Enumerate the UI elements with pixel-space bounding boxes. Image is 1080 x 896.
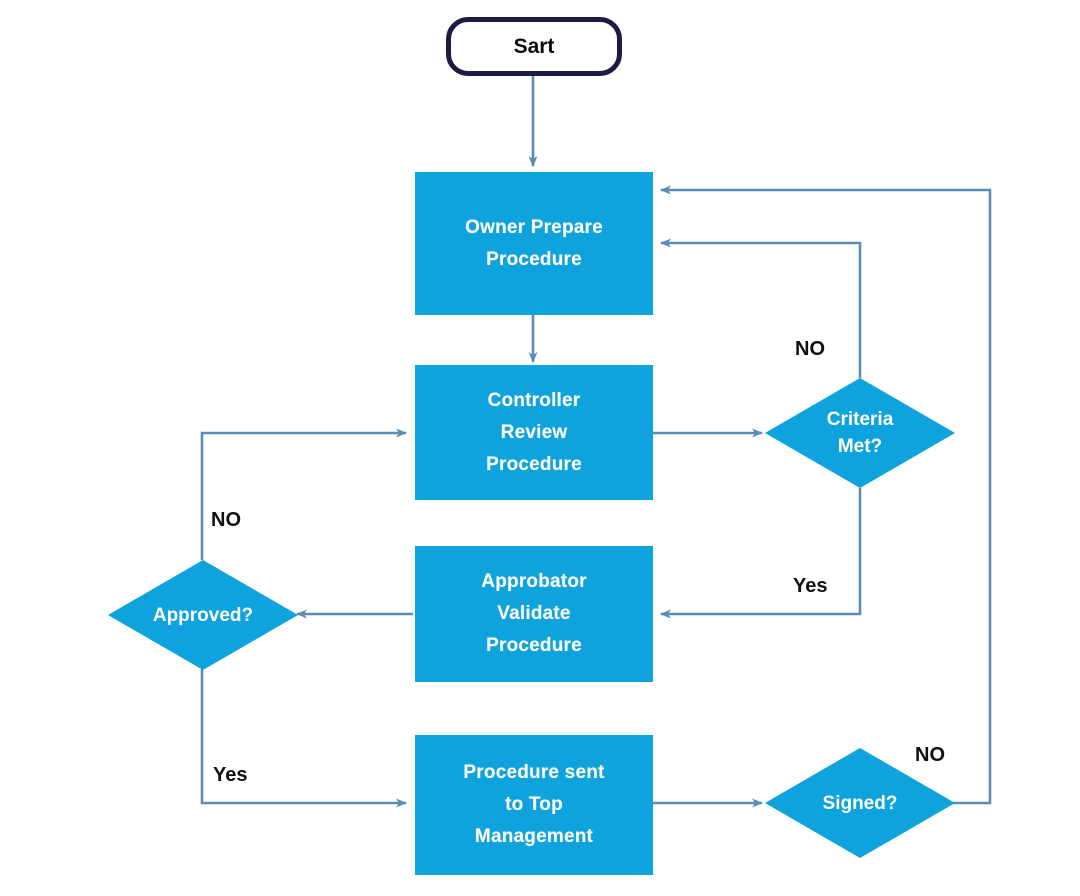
edge-label-approved-yes: Yes — [213, 764, 248, 786]
node-procedure-sent-to-top-management-label: Procedure sent to Top Management — [463, 762, 605, 847]
node-criteria-met[interactable]: Criteria Met? — [765, 378, 955, 488]
node-start[interactable]: Sart — [446, 17, 622, 76]
edge-label-approved-no: NO — [211, 509, 241, 531]
node-controller-review-procedure[interactable]: Controller Review Procedure — [415, 365, 653, 500]
node-start-label: Sart — [513, 34, 555, 58]
edge-signed-no-to-owner — [660, 185, 992, 805]
node-approbator-validate-procedure[interactable]: Approbator Validate Procedure — [415, 546, 653, 682]
node-signed-label: Signed? — [822, 792, 898, 814]
edge-criteria-yes-to-approbator — [660, 488, 862, 619]
edge-label-signed-no: NO — [915, 744, 945, 766]
edge-label-criteria-no: NO — [795, 338, 825, 360]
node-approved[interactable]: Approved? — [108, 560, 298, 670]
node-approved-label: Approved? — [152, 604, 254, 626]
node-procedure-sent-to-top-management[interactable]: Procedure sent to Top Management — [415, 735, 653, 875]
edge-label-criteria-yes: Yes — [793, 575, 828, 597]
node-owner-prepare-procedure[interactable]: Owner Prepare Procedure — [415, 172, 653, 315]
node-criteria-met-label: Criteria Met? — [826, 409, 894, 457]
edge-approved-no-to-controller — [200, 428, 407, 560]
node-controller-review-procedure-label: Controller Review Procedure — [486, 389, 582, 475]
edge-criteria-no-to-owner — [660, 238, 862, 378]
node-signed[interactable]: Signed? — [765, 748, 955, 858]
node-approbator-validate-procedure-label: Approbator Validate Procedure — [481, 571, 587, 656]
node-owner-prepare-procedure-label: Owner Prepare Procedure — [465, 216, 603, 270]
